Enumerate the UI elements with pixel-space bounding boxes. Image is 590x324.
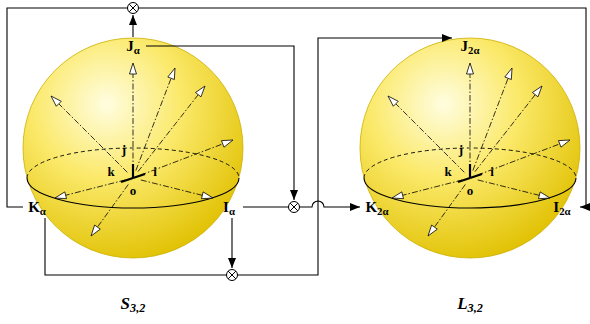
vector-head <box>130 63 137 74</box>
vector-ray <box>470 74 471 170</box>
vector-label: Iα <box>223 199 235 216</box>
vector-ray <box>138 95 198 172</box>
frame-axis <box>121 178 133 182</box>
vector-ray <box>396 104 465 173</box>
frame-axis <box>470 174 482 178</box>
vector-ray <box>477 144 559 175</box>
vector-ray <box>136 78 171 170</box>
vector-head <box>388 96 398 106</box>
vector-head <box>51 96 61 106</box>
vector-label: J2α <box>461 38 480 55</box>
wire <box>231 218 232 268</box>
sphere-shape <box>23 38 243 258</box>
vector-head <box>538 192 550 199</box>
axis-label: k <box>107 165 114 179</box>
vector-ray <box>434 184 465 227</box>
multiplier-symbol <box>128 3 139 14</box>
vector-ray <box>403 180 463 195</box>
vector-head <box>168 68 175 80</box>
sphere-caption: L3,2 <box>457 295 483 312</box>
vector-ray <box>66 180 126 195</box>
axis-label: j <box>459 143 463 157</box>
vector-head <box>55 192 67 199</box>
vector-ray <box>59 104 128 173</box>
axis-label: o <box>130 184 137 198</box>
multiplier-symbol <box>289 202 300 213</box>
vector-ray <box>140 144 222 175</box>
vector-label: Jα <box>126 38 140 55</box>
vector-label: K2α <box>365 199 388 216</box>
vector-head <box>558 140 570 147</box>
vector-label: Kα <box>28 199 46 216</box>
vector-head <box>201 192 213 199</box>
sphere-node: L3,2 <box>360 38 580 258</box>
vector-head <box>221 140 233 147</box>
vector-ray <box>473 78 508 170</box>
frame-axis <box>458 178 470 182</box>
vector-head <box>505 68 512 80</box>
frame-axis <box>469 164 471 178</box>
axis-label: k <box>444 165 451 179</box>
vector-ray <box>133 74 134 170</box>
vector-head <box>195 86 205 97</box>
axis-label: i <box>490 165 494 179</box>
axis-label: j <box>122 143 126 157</box>
vector-ray <box>97 184 128 227</box>
multiplier-symbol <box>227 270 238 281</box>
vector-ray <box>478 180 540 195</box>
vector-ray <box>141 180 203 195</box>
signal-connector <box>7 8 586 207</box>
signal-connector <box>243 201 360 207</box>
vector-label: I2α <box>553 199 570 216</box>
sphere-shape <box>360 38 580 258</box>
vector-head <box>532 86 542 97</box>
wire <box>44 218 45 258</box>
sphere-caption: S3,2 <box>121 295 146 312</box>
axis-label: o <box>467 184 474 198</box>
wire <box>132 15 133 37</box>
wire <box>146 46 294 200</box>
axis-label: i <box>153 165 157 179</box>
vector-ray <box>475 95 535 172</box>
vector-head <box>428 225 437 236</box>
vector-rays <box>51 63 570 236</box>
vector-head <box>392 192 404 199</box>
frame-axis <box>132 164 134 178</box>
signal-connector <box>45 38 452 275</box>
sphere-node: S3,2 <box>23 38 243 258</box>
vector-head <box>91 225 100 236</box>
vector-head <box>467 63 474 74</box>
frame-axis <box>133 174 145 178</box>
